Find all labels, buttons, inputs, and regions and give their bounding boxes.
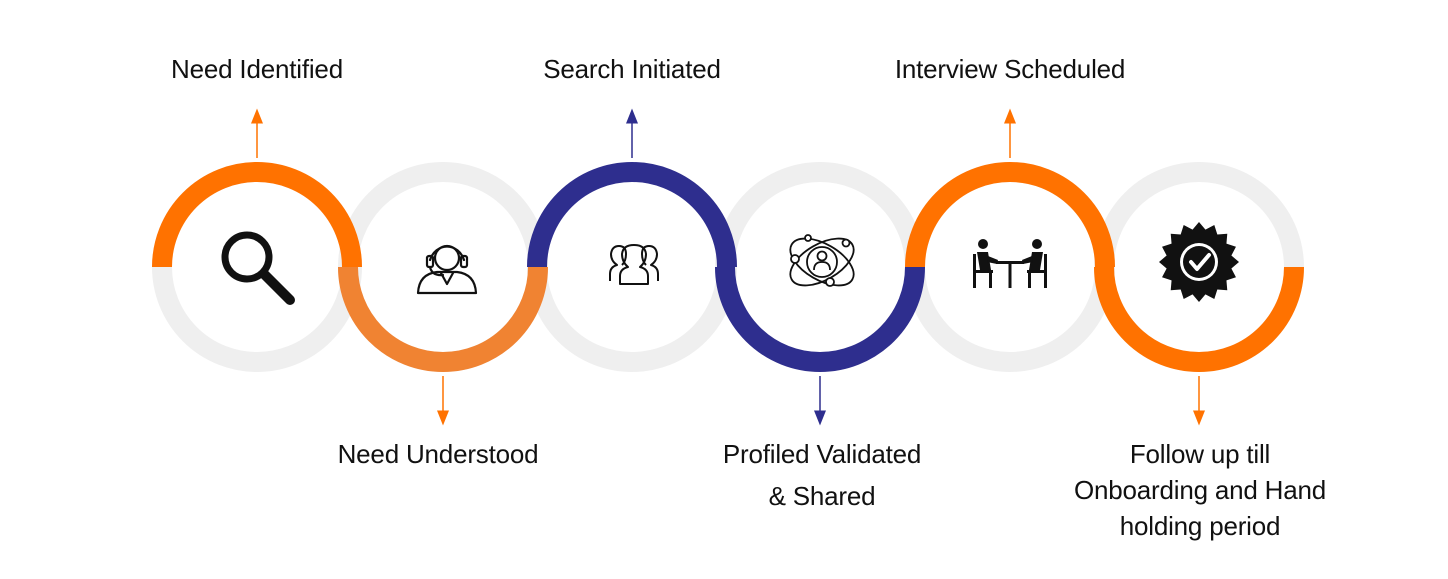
connector-arrows: [251, 108, 1205, 426]
step-5-label: Interview Scheduled: [880, 51, 1140, 87]
people-group-icon: [609, 244, 659, 285]
verified-badge-icon: [1159, 222, 1239, 302]
wave-arcs: [152, 162, 1304, 372]
step-6-label-line-2: Onboarding and Hand: [1073, 475, 1327, 505]
step-2-label-line: Need Understood: [337, 439, 539, 469]
step-2-label: Need Understood: [318, 436, 558, 472]
magnifier-icon: [221, 231, 295, 305]
step-3-label-line: Search Initiated: [543, 54, 721, 84]
step-5-label-line: Interview Scheduled: [894, 54, 1126, 84]
arc-step-4: [715, 266, 925, 372]
arc-step-3: [527, 162, 737, 268]
arc-step-5: [905, 162, 1115, 268]
step-6-label-line-1: Follow up till: [1129, 439, 1271, 469]
interview-table-icon: [973, 239, 1047, 288]
network-profile-icon: [789, 234, 855, 287]
step-6-label: Follow up till Onboarding and Hand holdi…: [1050, 436, 1350, 544]
step-3-label: Search Initiated: [522, 51, 742, 87]
step-4-label-line-1: Profiled Validated: [722, 439, 922, 469]
step-1-label-line: Need Identified: [171, 54, 343, 84]
step-4-label-line-2: & Shared: [768, 481, 876, 511]
arc-step-6: [1094, 266, 1304, 372]
arc-step-1: [152, 162, 362, 268]
arc-step-2: [338, 266, 548, 372]
step-1-label: Need Identified: [157, 51, 357, 87]
step-4-label: Profiled Validated & Shared: [700, 436, 944, 514]
headset-agent-icon: [416, 244, 478, 295]
step-6-label-line-3: holding period: [1119, 511, 1281, 541]
